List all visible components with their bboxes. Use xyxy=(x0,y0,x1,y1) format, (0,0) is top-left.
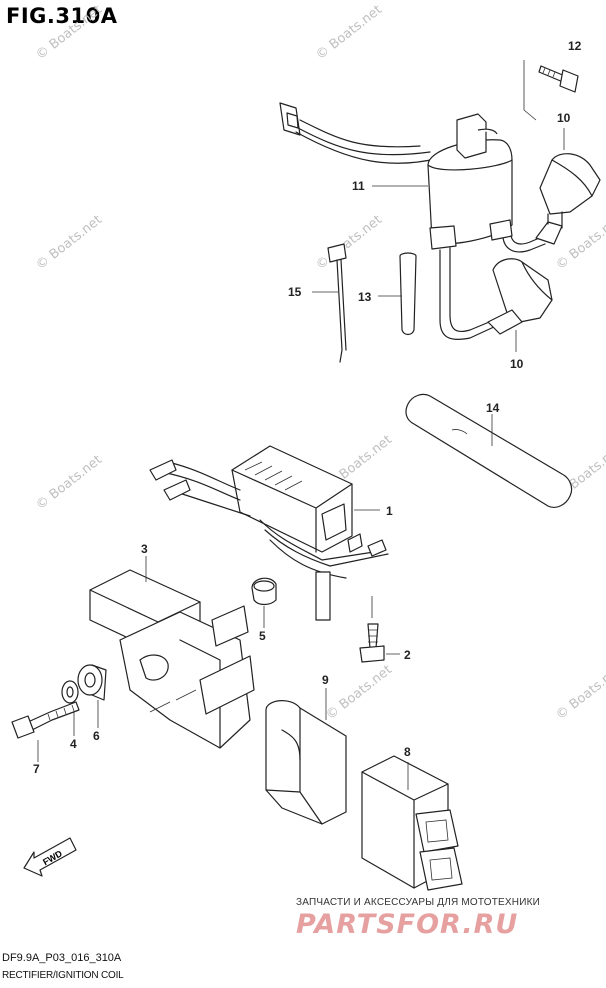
callout-4: 4 xyxy=(70,737,77,751)
part-6-collar xyxy=(77,664,107,728)
watermark: © Boats.net xyxy=(553,213,606,274)
part-12-bolt xyxy=(523,60,579,121)
watermark: © Boats.net xyxy=(33,3,105,64)
callout-12: 12 xyxy=(568,39,582,53)
callout-11: 11 xyxy=(352,179,365,193)
callout-9: 9 xyxy=(322,673,329,687)
part-4-washer xyxy=(61,680,79,736)
figure-title: FIG.310A xyxy=(6,4,118,28)
part-1-rectifier xyxy=(149,445,389,621)
callout-1: 1 xyxy=(386,504,393,518)
watermark: © Boats.net xyxy=(33,453,105,514)
callout-10: 10 xyxy=(510,357,524,371)
callouts: 12 10 11 15 13 10 14 1 3 5 2 9 6 4 8 7 xyxy=(33,39,582,776)
part-15-cable-tie xyxy=(312,243,347,363)
part-2-bolt xyxy=(359,596,400,663)
fwd-arrow: FWD xyxy=(23,837,77,877)
diagram-code: DF9.9A_P03_016_310A xyxy=(2,952,122,964)
part-7-bolt xyxy=(11,701,80,762)
callout-13: 13 xyxy=(358,290,372,304)
callout-7: 7 xyxy=(33,762,40,776)
callout-2: 2 xyxy=(404,648,411,662)
part-13-tube xyxy=(378,252,417,336)
callout-14: 14 xyxy=(486,401,500,415)
callout-3: 3 xyxy=(141,542,148,556)
watermark: © Boats.net xyxy=(313,3,385,64)
part-8-cdi-unit xyxy=(361,755,463,891)
callout-8: 8 xyxy=(404,745,411,759)
part-9-cover xyxy=(265,688,347,825)
callout-15: 15 xyxy=(288,285,302,299)
part-11-ignition-coil xyxy=(279,102,546,341)
part-14-sleeve xyxy=(405,393,573,508)
part-3-bracket xyxy=(89,556,255,749)
callout-6: 6 xyxy=(93,729,100,743)
promo-subtitle: ЗАПЧАСТИ И АКСЕССУАРЫ ДЛЯ МОТОТЕХНИКИ xyxy=(296,897,541,908)
part-10-plug-cap-upper xyxy=(535,128,601,245)
callout-10: 10 xyxy=(557,111,571,125)
part-5-grommet xyxy=(251,577,277,628)
watermark: © Boats.net xyxy=(33,213,105,274)
watermark: © Boats.net xyxy=(313,213,385,274)
diagram-caption: RECTIFIER/IGNITION COIL xyxy=(2,970,124,981)
watermark: © Boats.net xyxy=(553,663,606,724)
promo-brand: PARTSFOR.RU xyxy=(296,909,519,940)
watermark: © Boats.net xyxy=(323,663,395,724)
part-10-plug-cap-lower xyxy=(487,258,553,352)
callout-5: 5 xyxy=(259,629,266,643)
